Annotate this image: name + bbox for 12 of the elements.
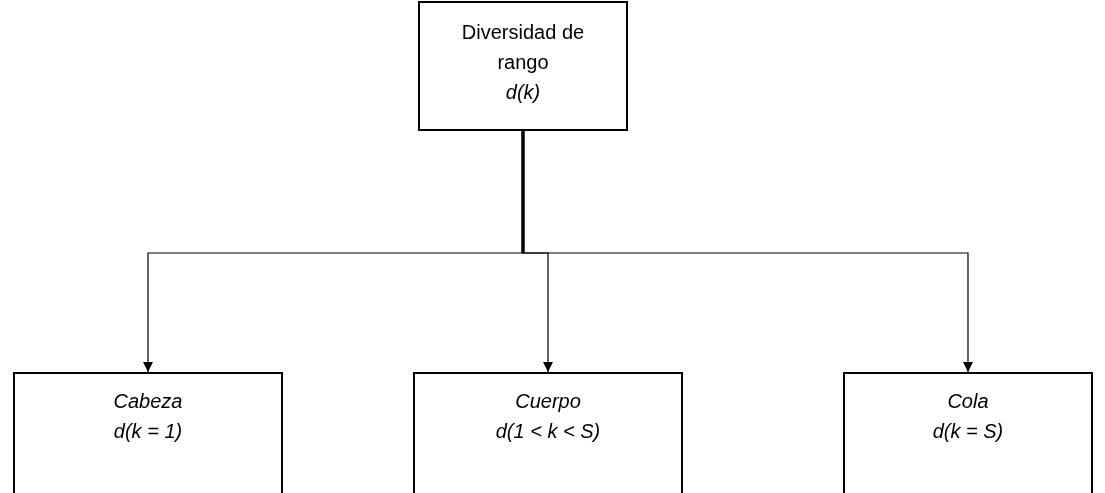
box-label: Cola — [947, 389, 989, 414]
box-label: d(1 < k < S) — [495, 419, 601, 444]
box-label: d(k = S) — [932, 419, 1004, 444]
process-box — [413, 372, 683, 493]
process-box — [418, 1, 628, 131]
box-label: Cuerpo — [515, 389, 581, 414]
process-box — [13, 372, 283, 493]
connector-trunk — [521, 131, 525, 253]
box-label: d(k) — [505, 80, 541, 105]
box-label: Cabeza — [113, 389, 183, 414]
box-label: d(k = 1) — [113, 419, 183, 444]
process-box — [843, 372, 1093, 493]
